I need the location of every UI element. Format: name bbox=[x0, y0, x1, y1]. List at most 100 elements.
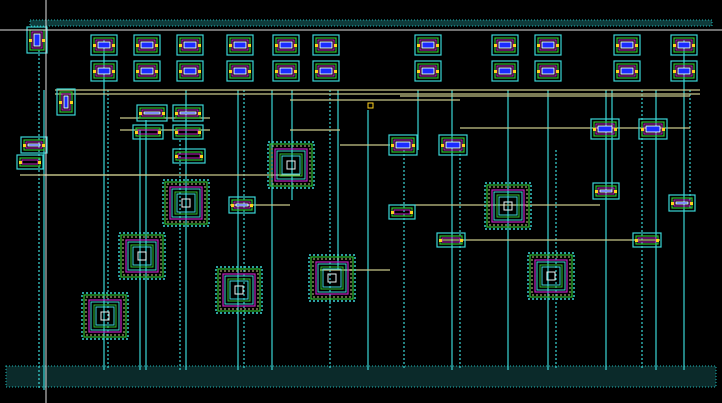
contact bbox=[410, 211, 413, 214]
contact bbox=[229, 70, 232, 73]
guard-ring-layer bbox=[493, 191, 523, 221]
guard-ring-layer bbox=[81, 292, 129, 340]
top-transistor-cell-icon bbox=[272, 34, 300, 56]
top-transistor-cell-icon bbox=[613, 34, 641, 56]
guard-ring-layer bbox=[271, 145, 311, 185]
via-cell-icon bbox=[590, 118, 620, 140]
cell-outline bbox=[228, 196, 256, 214]
contact bbox=[42, 144, 45, 147]
guard-ring-layer bbox=[224, 275, 254, 305]
via-cell-icon bbox=[172, 124, 204, 140]
via bbox=[183, 67, 197, 75]
via bbox=[677, 67, 691, 75]
guard-ring-layer bbox=[276, 150, 306, 180]
cell-outline bbox=[668, 194, 696, 212]
top-transistor-cell-icon bbox=[534, 34, 562, 56]
contact bbox=[136, 44, 139, 47]
contact bbox=[70, 101, 73, 104]
cell-outline bbox=[613, 60, 641, 82]
via bbox=[235, 203, 249, 207]
cell-outline bbox=[312, 34, 340, 56]
center-contact bbox=[181, 198, 191, 208]
cell-outline bbox=[638, 118, 668, 140]
guard-ring-layer bbox=[267, 141, 315, 189]
guard-ring-layer bbox=[491, 189, 525, 223]
guard-ring-layer bbox=[317, 263, 347, 293]
via bbox=[319, 67, 333, 75]
top-transistor-cell-icon bbox=[226, 34, 254, 56]
guard-ring-layer bbox=[219, 270, 259, 310]
contact bbox=[334, 44, 337, 47]
guard-ring-layer bbox=[320, 266, 344, 290]
top-transistor-cell-icon bbox=[491, 60, 519, 82]
cell-outline bbox=[592, 182, 620, 200]
via-cell-icon bbox=[436, 232, 466, 248]
cell-instances bbox=[16, 26, 698, 340]
via bbox=[233, 67, 247, 75]
top-transistor-cell-icon bbox=[491, 34, 519, 56]
via bbox=[233, 41, 247, 49]
contact bbox=[556, 44, 559, 47]
contact bbox=[179, 44, 182, 47]
cell-outline bbox=[436, 232, 466, 248]
guard-ring-layer bbox=[496, 194, 520, 218]
cell-outline bbox=[534, 34, 562, 56]
contact bbox=[294, 70, 297, 73]
contact bbox=[436, 70, 439, 73]
via-cell-icon bbox=[136, 104, 168, 122]
contact bbox=[29, 39, 32, 42]
via bbox=[27, 143, 41, 147]
top-transistor-cell-icon bbox=[272, 60, 300, 82]
routing-wires bbox=[20, 40, 700, 390]
guard-ring-layer bbox=[222, 273, 256, 307]
contact bbox=[690, 202, 693, 205]
guard-ring-layer bbox=[120, 234, 164, 278]
top-transistor-cell-icon bbox=[90, 60, 118, 82]
via bbox=[541, 67, 555, 75]
contact bbox=[19, 161, 22, 164]
guard-ring-layer bbox=[174, 191, 198, 215]
cell-outline bbox=[670, 34, 698, 56]
via bbox=[620, 41, 634, 49]
contact bbox=[93, 70, 96, 73]
cell-outline bbox=[26, 26, 48, 54]
via bbox=[179, 111, 197, 115]
cell-outline bbox=[172, 104, 204, 122]
cell-outline bbox=[226, 60, 254, 82]
contact bbox=[556, 70, 559, 73]
via-cell-icon bbox=[228, 196, 256, 214]
guard-ring-layer bbox=[310, 256, 354, 300]
left-via-cell-icon bbox=[20, 136, 48, 154]
guard-ring-layer bbox=[171, 188, 201, 218]
center-contact bbox=[137, 251, 147, 261]
guard-ring-transistor-icon bbox=[162, 179, 210, 227]
top-transistor-cell-icon bbox=[176, 34, 204, 56]
contact bbox=[439, 239, 442, 242]
cell-outline bbox=[388, 134, 418, 156]
guard-ring-layer bbox=[281, 155, 301, 175]
guard-ring-layer bbox=[95, 306, 115, 326]
contact bbox=[462, 144, 465, 147]
contact bbox=[136, 70, 139, 73]
via bbox=[140, 67, 154, 75]
guard-ring-layer bbox=[534, 259, 568, 293]
contact bbox=[656, 239, 659, 242]
guard-ring-layer bbox=[312, 258, 352, 298]
contact bbox=[673, 44, 676, 47]
cell-outline bbox=[132, 124, 164, 140]
guard-ring-layer bbox=[93, 304, 117, 328]
guard-ring-transistor-icon bbox=[215, 266, 263, 314]
top-transistor-cell-icon bbox=[226, 60, 254, 82]
guard-ring-layer bbox=[488, 186, 528, 226]
left-via-cell-icon bbox=[16, 154, 44, 170]
contact bbox=[494, 44, 497, 47]
via bbox=[597, 125, 613, 133]
top-transistor-cell-icon bbox=[534, 60, 562, 82]
via bbox=[421, 41, 435, 49]
guard-ring-layer bbox=[88, 299, 122, 333]
guard-ring-transistor-icon bbox=[267, 141, 315, 189]
contact bbox=[229, 44, 232, 47]
contact bbox=[139, 112, 142, 115]
